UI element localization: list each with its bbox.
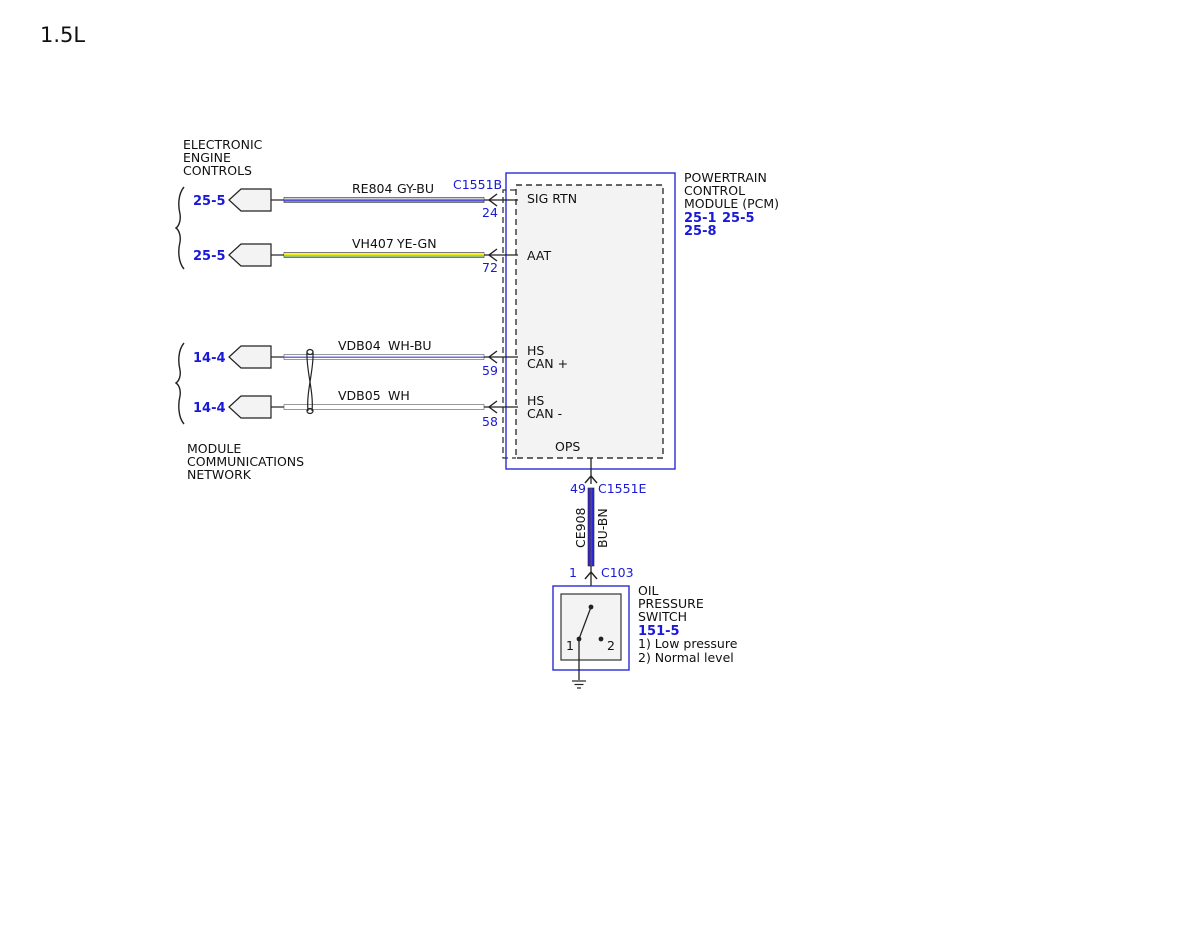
pcm-ref-1[interactable]: 25-1 — [684, 211, 717, 226]
circuit-hs-can-plus: 14-4 VDB04 WH-BU 59 HS CAN + — [193, 338, 568, 378]
oil-pressure-switch: 1 2 — [552, 585, 630, 680]
pcm-ref-2[interactable]: 25-5 — [722, 211, 755, 226]
switch-line-3: SWITCH — [638, 609, 687, 624]
module-network-line-1: MODULE — [187, 441, 241, 456]
wire-color-1 — [284, 198, 484, 200]
switch-ref[interactable]: 151-5 — [638, 624, 680, 639]
wire-body — [283, 404, 485, 410]
circuit-ref[interactable]: 25-5 — [193, 249, 226, 264]
engine-controls-label: ELECTRONIC ENGINE CONTROLS — [183, 137, 263, 178]
circuit-sig-rtn: 25-5 RE804 GY-BU 24 SIG RTN — [193, 181, 577, 220]
circuit-id: CE908 — [573, 507, 588, 548]
twisted-pair-icon — [306, 348, 314, 415]
switch-note-2: 2) Normal level — [638, 650, 734, 665]
circuit-id: RE804 — [352, 181, 392, 196]
circuit-ref[interactable]: 14-4 — [193, 351, 226, 366]
module-network-line-2: COMMUNICATIONS — [187, 454, 304, 469]
pin-label-line-2: CAN - — [527, 406, 562, 421]
connector-c103-label: C103 — [601, 565, 634, 580]
circuit-color: WH — [388, 388, 410, 403]
engine-controls-line-1: ELECTRONIC — [183, 137, 263, 152]
connector-arrow-icon — [228, 243, 272, 267]
pcm-inner-box — [515, 184, 664, 459]
variant-label: 1.5L — [40, 23, 85, 47]
engine-controls-line-3: CONTROLS — [183, 163, 252, 178]
circuit-ce908: CE908 BU-BN — [573, 487, 610, 567]
module-network-line-3: NETWORK — [187, 467, 252, 482]
pcm-ref-3[interactable]: 25-8 — [684, 224, 717, 239]
circuit-color: YE-GN — [396, 236, 437, 251]
oil-pin-bottom: 1 — [569, 565, 577, 580]
circuit-ref[interactable]: 14-4 — [193, 401, 226, 416]
circuit-color: BU-BN — [595, 508, 610, 548]
switch-line-1: OIL — [638, 583, 659, 598]
wire-color-2 — [284, 200, 484, 202]
circuit-id: VDB05 — [338, 388, 381, 403]
circuit-ref[interactable]: 25-5 — [193, 194, 226, 209]
pin-label-line-2: CAN + — [527, 356, 568, 371]
pin-number: 59 — [482, 363, 498, 378]
ground-icon — [572, 680, 586, 689]
engine-controls-line-2: ENGINE — [183, 150, 231, 165]
ops-label: OPS — [555, 439, 580, 454]
wire-color-1 — [284, 253, 484, 256]
pin-label: AAT — [527, 248, 551, 263]
pin-label: SIG RTN — [527, 191, 577, 206]
wire-color-2 — [590, 488, 592, 566]
switch-blade — [578, 606, 592, 640]
pcm-label: POWERTRAIN CONTROL MODULE (PCM) 25-1 25-… — [684, 170, 779, 239]
connector-arrow-icon — [228, 345, 272, 369]
pin-number: 24 — [482, 205, 498, 220]
switch-position-1: 1 — [566, 638, 574, 653]
circuit-id: VDB04 — [338, 338, 381, 353]
pcm-line-3: MODULE (PCM) — [684, 196, 779, 211]
switch-line-2: PRESSURE — [638, 596, 704, 611]
connector-arrow-icon — [228, 188, 272, 212]
connector-c1551b-label: C1551B — [453, 177, 502, 192]
switch-note-1: 1) Low pressure — [638, 636, 738, 651]
switch-label: OIL PRESSURE SWITCH 151-5 1) Low pressur… — [638, 583, 738, 665]
wire-color-2 — [284, 255, 484, 257]
circuit-hs-can-minus: 14-4 VDB05 WH 58 HS CAN - — [193, 388, 562, 429]
switch-contact-2 — [598, 636, 604, 642]
brace-engine-controls — [174, 186, 185, 270]
ops-pin-arrow-icon — [584, 474, 598, 484]
module-network-label: MODULE COMMUNICATIONS NETWORK — [187, 441, 304, 482]
switch-position-2: 2 — [607, 638, 615, 653]
circuit-color: GY-BU — [397, 181, 434, 196]
pin-number: 58 — [482, 414, 498, 429]
wire-color-2 — [284, 356, 484, 358]
brace-module-network — [174, 342, 185, 425]
pcm-line-1: POWERTRAIN — [684, 170, 767, 185]
pin-label-line-1: HS — [527, 343, 544, 358]
circuit-id: VH407 — [352, 236, 394, 251]
pcm-line-2: CONTROL — [684, 183, 745, 198]
circuit-color: WH-BU — [388, 338, 432, 353]
pin-number: 72 — [482, 260, 498, 275]
oil-pin-top: 49 — [570, 481, 586, 496]
connector-arrow-icon — [228, 395, 272, 419]
connector-c1551e-label: C1551E — [598, 481, 647, 496]
pin-label-line-1: HS — [527, 393, 544, 408]
circuit-aat: 25-5 VH407 YE-GN 72 AAT — [193, 236, 551, 275]
